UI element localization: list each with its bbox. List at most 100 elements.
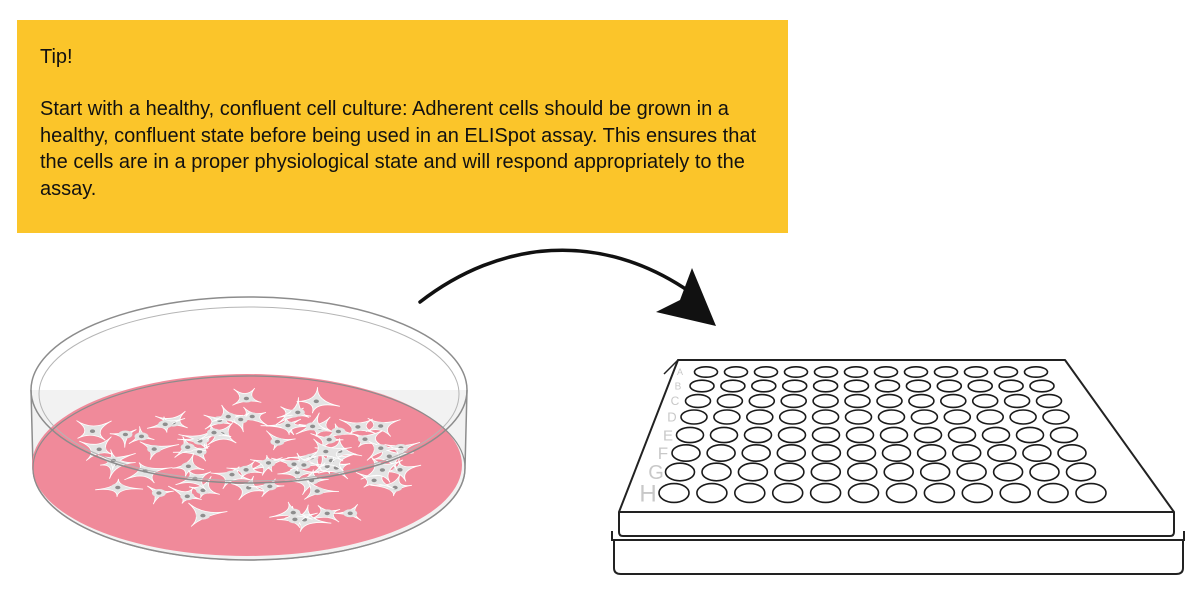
cell — [188, 502, 228, 527]
cell-nucleus — [355, 425, 361, 429]
cell — [277, 461, 320, 483]
well-B4 — [781, 379, 808, 393]
well-G12 — [1065, 462, 1097, 482]
dish-rim-inner — [38, 306, 460, 482]
cell — [128, 426, 155, 444]
well-A11 — [993, 365, 1019, 378]
well-D11 — [1009, 409, 1037, 425]
cell-nucleus — [267, 484, 273, 489]
petri-dish — [30, 296, 468, 561]
cell-nucleus — [197, 449, 203, 454]
well-H9 — [961, 482, 994, 504]
well-C8 — [908, 393, 935, 409]
well-C1 — [684, 393, 712, 409]
well-A4 — [783, 365, 809, 378]
cell-nucleus — [323, 449, 329, 454]
cell-nucleus — [362, 437, 368, 442]
cell-nucleus — [326, 437, 332, 442]
cell — [188, 475, 220, 499]
cell — [333, 503, 362, 521]
cell — [210, 466, 254, 490]
cell — [370, 473, 412, 497]
plate-side — [618, 512, 1175, 537]
well-B6 — [843, 379, 870, 393]
cell — [383, 461, 422, 482]
well-E8 — [913, 426, 943, 444]
well-A10 — [963, 365, 989, 378]
cell-layer — [76, 387, 422, 532]
cell-nucleus — [185, 445, 191, 450]
cell-nucleus — [347, 511, 353, 516]
well-E3 — [743, 426, 773, 444]
well-E7 — [879, 426, 909, 444]
dish-bottom-edge — [32, 375, 466, 561]
well-E10 — [981, 426, 1011, 444]
well-G7 — [883, 462, 915, 482]
well-F2 — [706, 443, 736, 462]
cell-nucleus — [313, 399, 319, 404]
cell — [174, 436, 207, 458]
cell-nucleus — [291, 462, 297, 467]
row-label-A: A — [677, 367, 683, 377]
cell-nucleus — [122, 432, 128, 437]
plate-corner-notch — [663, 359, 679, 375]
cell-nucleus — [225, 414, 231, 419]
well-A2 — [723, 365, 749, 378]
cell — [276, 397, 310, 419]
well-B1 — [689, 379, 715, 393]
well-F3 — [741, 443, 772, 462]
well-A9 — [933, 365, 959, 378]
cell-nucleus — [151, 447, 157, 451]
well-D2 — [713, 409, 741, 425]
well-C11 — [1003, 393, 1031, 409]
well-D9 — [943, 409, 972, 425]
cell — [250, 457, 291, 476]
cell — [196, 424, 232, 442]
cell — [384, 442, 421, 462]
cell — [296, 387, 340, 414]
cell-nucleus — [397, 468, 403, 472]
well-A5 — [813, 365, 839, 378]
arrow — [418, 248, 716, 326]
well-A6 — [843, 365, 869, 378]
wells — [658, 365, 1107, 504]
cell — [266, 430, 296, 451]
cell — [248, 478, 285, 498]
well-H8 — [923, 482, 956, 504]
well-E5 — [811, 426, 841, 444]
well-A7 — [873, 365, 899, 378]
tip-box: Tip! Start with a healthy, confluent cel… — [17, 20, 788, 233]
well-G10 — [992, 462, 1024, 482]
cell-nucleus — [243, 396, 249, 401]
cell — [211, 404, 244, 425]
row-label-E: E — [663, 427, 673, 444]
well-F10 — [986, 443, 1017, 462]
cell-nucleus — [156, 491, 162, 495]
cell-nucleus — [89, 429, 96, 434]
well-D10 — [976, 409, 1005, 425]
well-B3 — [750, 379, 777, 393]
cell-nucleus — [378, 446, 384, 451]
cell-nucleus — [185, 464, 191, 469]
well-F11 — [1022, 443, 1052, 462]
well-D4 — [778, 409, 807, 425]
dish-rim-top — [30, 296, 468, 484]
cell-nucleus — [96, 447, 102, 452]
well-A12 — [1023, 365, 1049, 378]
cell-nucleus — [184, 494, 190, 499]
well-B11 — [998, 379, 1024, 393]
cell — [269, 501, 313, 520]
well-B7 — [874, 379, 901, 393]
well-H1 — [658, 482, 690, 504]
well-G11 — [1029, 462, 1060, 482]
cell-nucleus — [200, 513, 206, 518]
row-label-H: H — [639, 480, 656, 507]
well-B5 — [812, 379, 839, 393]
well-B10 — [967, 379, 994, 393]
well-E1 — [675, 426, 705, 444]
cell-nucleus — [378, 424, 384, 428]
cell-nucleus — [243, 468, 249, 472]
cell — [295, 412, 330, 435]
cell-nucleus — [324, 464, 330, 469]
cell — [146, 416, 186, 433]
